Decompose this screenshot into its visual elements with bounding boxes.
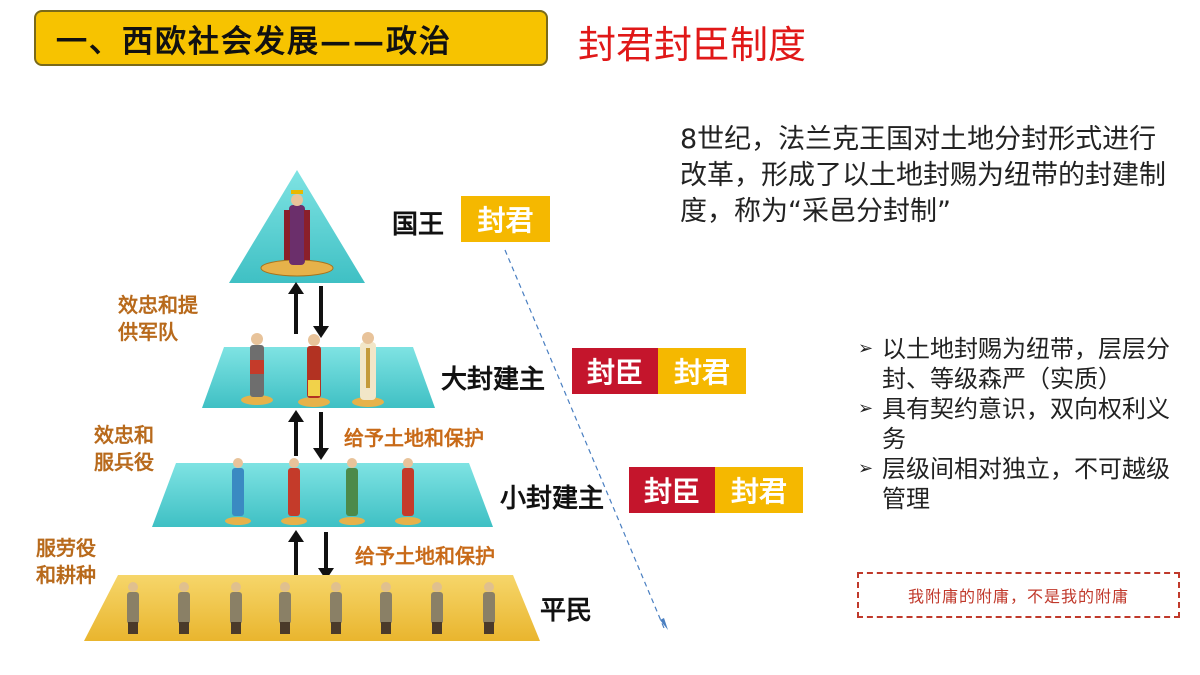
list-item: ➢层级间相对独立，不可越级管理 [858, 455, 1170, 513]
up-arrow-icon [288, 410, 304, 456]
rank-label-great-lord: 大封建主 [441, 365, 546, 395]
list-item: ➢具有契约意识，双向权利义务 [858, 395, 1170, 453]
peasant-figure [178, 582, 190, 634]
rank-label-king: 国王 [392, 210, 445, 240]
duty-label: 效忠和提供军队 [118, 293, 198, 344]
pyramid-level-lesser-lords [152, 463, 493, 527]
peasant-row [127, 582, 495, 634]
knight-figure [281, 458, 307, 525]
tag-vassal: 封臣 [572, 348, 658, 394]
tag-lord: 封君 [715, 467, 803, 513]
list-arrow-icon: ➢ [858, 338, 874, 359]
tag-lord: 封君 [658, 348, 746, 394]
intro-paragraph: 8世纪，法兰克王国对土地分封形式进行改革，形成了以土地封赐为纽带的封建制度，称为… [680, 124, 1166, 227]
list-arrow-icon: ➢ [858, 398, 874, 419]
section-title: 一、西欧社会发展——政治 [34, 10, 548, 66]
king-figure [284, 190, 310, 265]
tag-vassal: 封臣 [629, 467, 715, 513]
up-arrow-icon [288, 282, 304, 334]
up-arrow-icon [288, 530, 304, 576]
grant-label: 给予土地和保护 [344, 426, 484, 450]
dashed-connector [504, 249, 665, 629]
peasant-figure [431, 582, 443, 634]
knight-figure [395, 458, 421, 525]
topic-title: 封君封臣制度 [578, 23, 807, 67]
duty-label: 服劳役和耕种 [36, 536, 96, 587]
noble-figure [352, 332, 384, 407]
duty-label: 效忠和服兵役 [94, 423, 154, 474]
peasant-figure [279, 582, 291, 634]
peasant-figure [127, 582, 139, 634]
down-arrow-icon [313, 412, 329, 460]
tag-lord: 封君 [461, 196, 550, 242]
note-box: 我附庸的附庸，不是我的附庸 [857, 572, 1180, 618]
peasant-figure [330, 582, 342, 634]
noble-figure [298, 334, 330, 407]
down-arrow-icon [313, 286, 329, 338]
knight-figure [225, 458, 251, 525]
rank-label-lesser-lord: 小封建主 [500, 484, 605, 514]
peasant-figure [380, 582, 392, 634]
peasant-figure [483, 582, 495, 634]
down-arrow-icon [318, 532, 334, 580]
grant-label: 给予土地和保护 [355, 544, 495, 568]
feature-list: ➢以土地封赐为纽带，层层分封、等级森严（实质） ➢具有契约意识，双向权利义务 ➢… [858, 334, 1178, 514]
list-item: ➢以土地封赐为纽带，层层分封、等级森严（实质） [858, 335, 1170, 393]
rank-label-commoner: 平民 [540, 596, 593, 626]
pyramid-level-commoners [84, 575, 540, 641]
list-arrow-icon: ➢ [858, 458, 874, 479]
peasant-figure [230, 582, 242, 634]
noble-figure [241, 333, 273, 405]
knight-figure [339, 458, 365, 525]
